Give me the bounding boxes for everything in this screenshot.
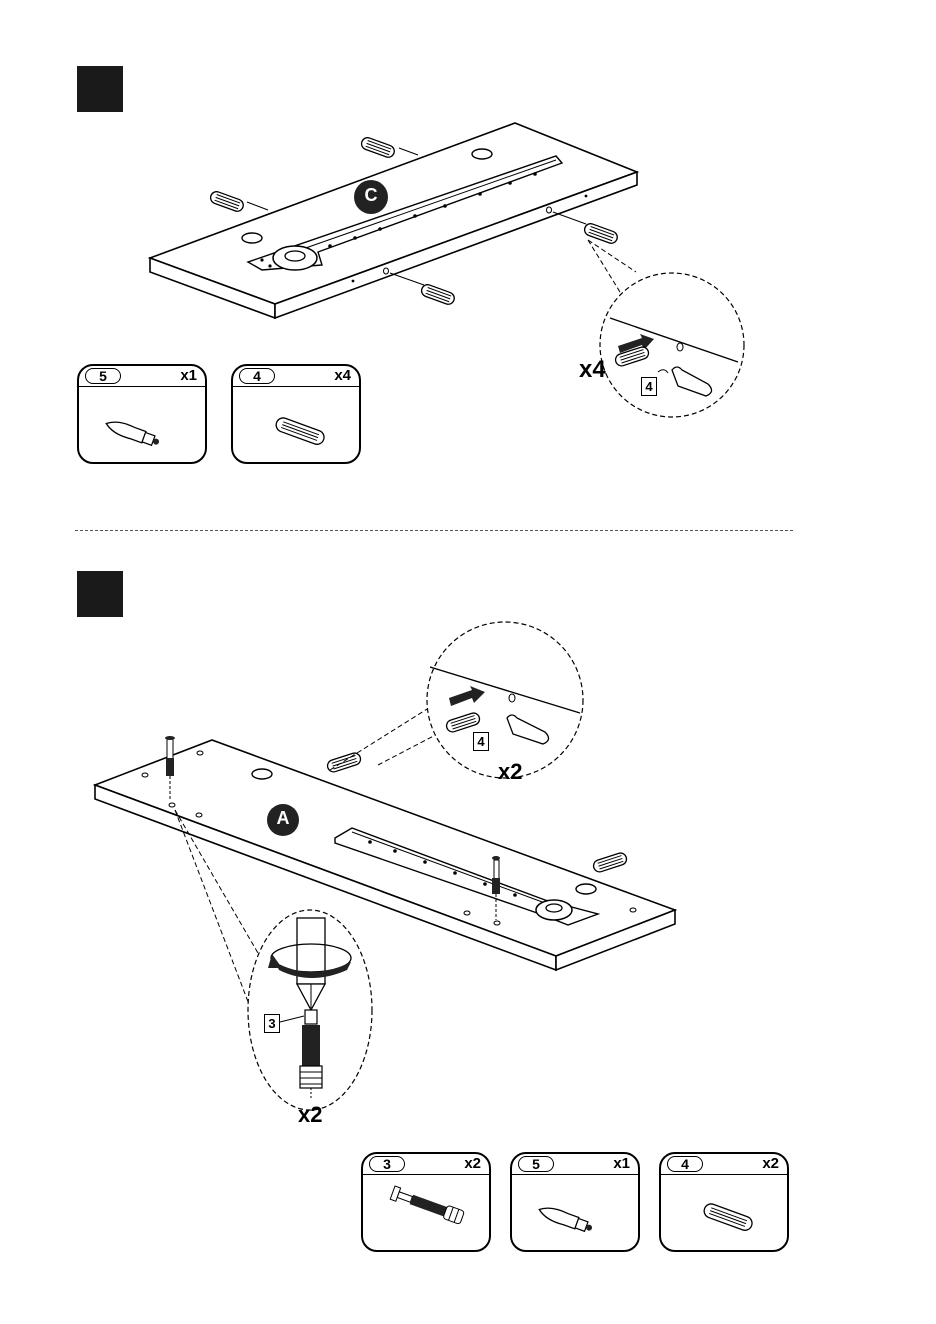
panel-label-c: C	[362, 185, 380, 206]
step-1-detail-part-tag: 4	[641, 377, 657, 396]
part-quantity: x1	[613, 1156, 630, 1172]
cam-bolt-icon	[79, 388, 207, 464]
panel-label-a: A	[275, 808, 291, 829]
part-card-cam-screw: 3 x2	[361, 1152, 491, 1252]
panel-a-drawing	[95, 736, 675, 970]
step-2-screw-quantity: x2	[298, 1102, 322, 1128]
part-quantity: x2	[762, 1156, 779, 1172]
step-1-detail-quantity: x4	[579, 356, 606, 384]
cam-screw-icon	[363, 1176, 491, 1252]
part-card-wood-dowel: 4 x4	[231, 364, 361, 464]
part-number: 5	[518, 1156, 554, 1172]
part-quantity: x4	[334, 368, 351, 384]
part-number: 4	[667, 1156, 703, 1172]
step-2-dowel-detail	[330, 622, 583, 778]
part-number: 3	[369, 1156, 405, 1172]
part-card-wood-dowel-2: 4 x2	[659, 1152, 789, 1252]
wood-dowel-icon	[661, 1176, 789, 1252]
step-2-dowel-part-tag: 4	[473, 732, 489, 751]
part-number: 5	[85, 368, 121, 384]
step-2-dowel-quantity: x2	[498, 759, 522, 785]
part-quantity: x1	[180, 368, 197, 384]
wood-dowel-icon	[233, 388, 361, 464]
step-1-dowel-detail	[588, 240, 744, 417]
panel-c-drawing	[150, 123, 637, 318]
step-2-screw-part-tag: 3	[264, 1014, 280, 1033]
cam-bolt-icon	[512, 1176, 640, 1252]
part-card-cam-bolt-2: 5 x1	[510, 1152, 640, 1252]
part-quantity: x2	[464, 1156, 481, 1172]
part-number: 4	[239, 368, 275, 384]
part-card-cam-bolt: 5 x1	[77, 364, 207, 464]
